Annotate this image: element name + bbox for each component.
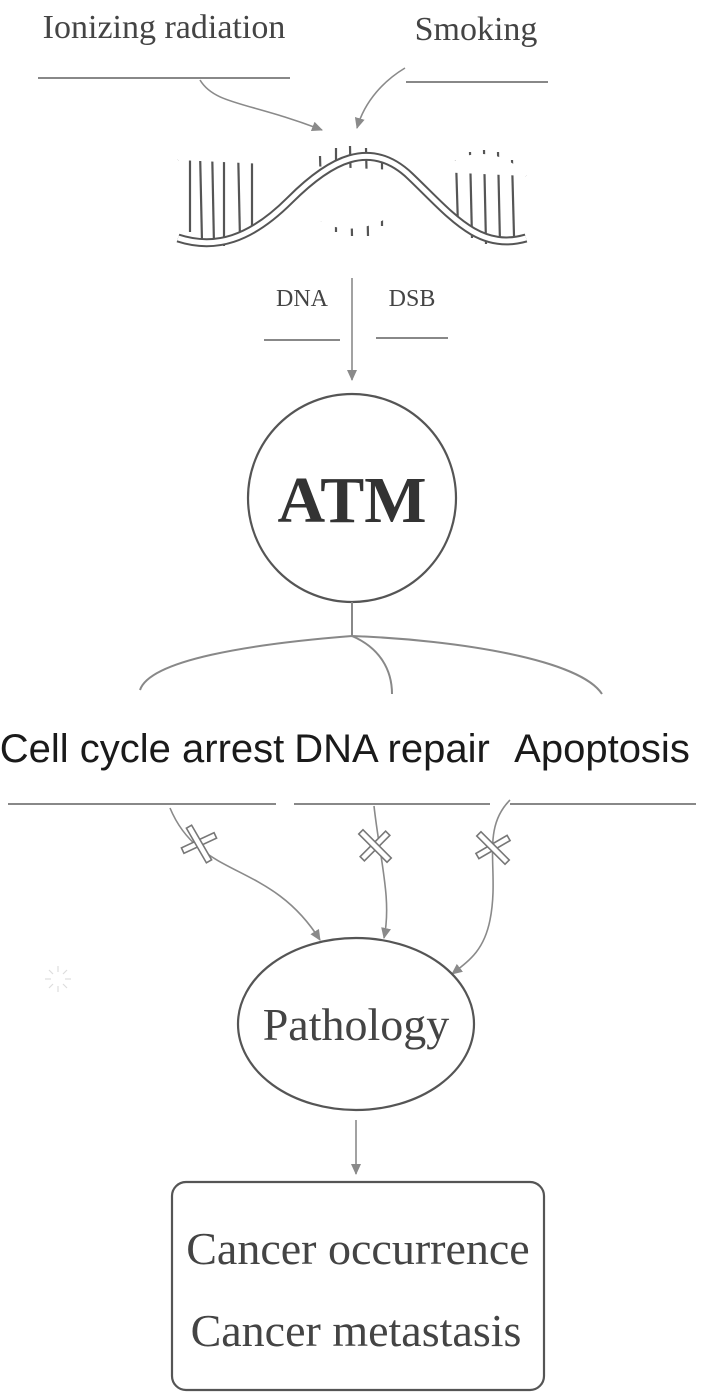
- block-x-icon-right: [474, 830, 512, 866]
- atm-label: ATM: [277, 464, 426, 537]
- outcome-cell-cycle-arrest: Cell cycle arrest: [0, 727, 284, 771]
- arrow-apoptosis-to-pathology: [451, 799, 511, 975]
- block-x-icon-middle: [357, 828, 393, 864]
- arrow-dna-repair-to-pathology: [373, 805, 391, 939]
- arrow-cell-cycle-to-pathology: [169, 807, 321, 941]
- dsb-label: DSB: [389, 286, 436, 312]
- input-label-smoking: Smoking: [415, 11, 538, 48]
- arrow-radiation-to-dna: [199, 79, 323, 132]
- pathology-node: [236, 936, 476, 1112]
- input-label-ionizing-radiation: Ionizing radiation: [43, 9, 286, 46]
- outcome-dna-repair: DNA repair: [294, 727, 490, 771]
- outcome-apoptosis: Apoptosis: [514, 727, 690, 771]
- block-x-icon-left: [180, 824, 218, 864]
- loading-spinner-icon: [45, 966, 71, 992]
- pathology-label: Pathology: [263, 999, 450, 1050]
- atm-branches: [139, 602, 603, 695]
- result-box: [170, 1180, 546, 1392]
- result-cancer-metastasis: Cancer metastasis: [191, 1305, 522, 1356]
- dna-label: DNA: [276, 286, 329, 312]
- dna-helix-icon: [176, 134, 528, 248]
- arrow-smoking-to-dna: [354, 67, 406, 129]
- result-cancer-occurrence: Cancer occurrence: [186, 1223, 529, 1274]
